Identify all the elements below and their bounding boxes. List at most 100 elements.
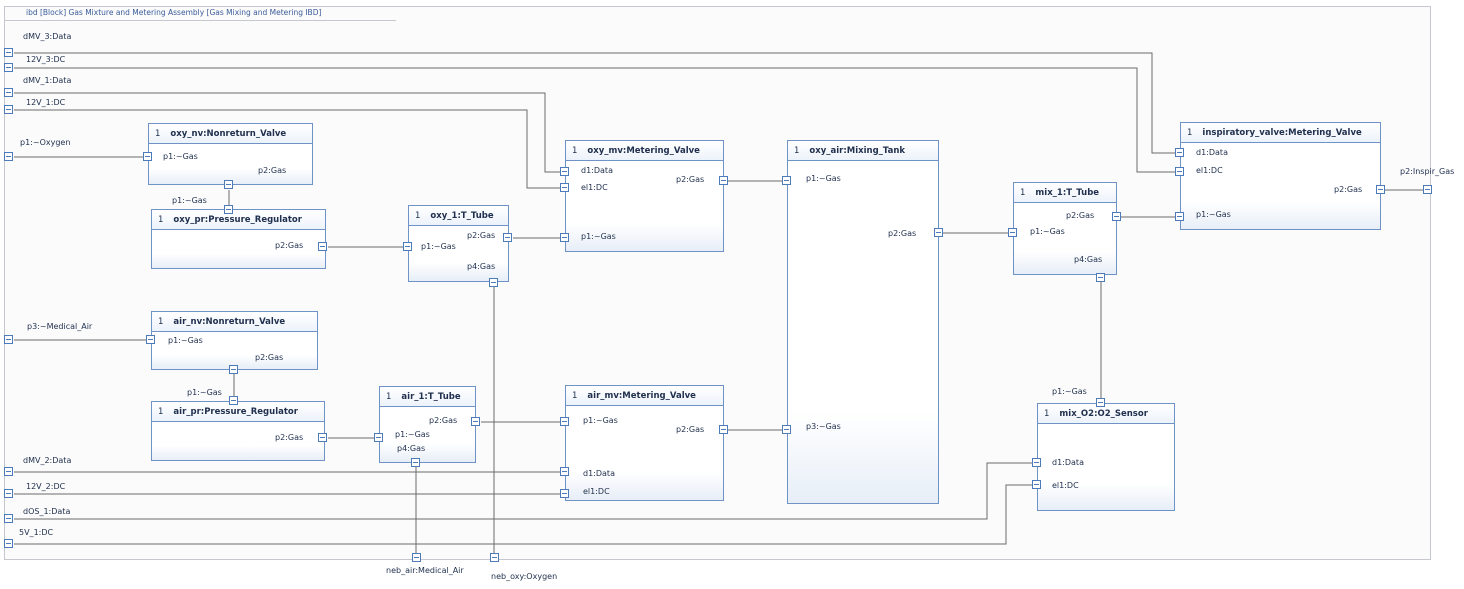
block-name: air_pr:Pressure_Regulator: [173, 407, 298, 417]
label-mix_1-p4: p4:Gas: [1074, 255, 1103, 264]
multiplicity: 1: [158, 317, 164, 327]
port-tank-p1[interactable]: [782, 176, 791, 185]
boundary-port-dOS_1[interactable]: [4, 514, 13, 523]
block-name: mix_O2:O2_Sensor: [1059, 409, 1148, 419]
label-dOS_1: dOS_1:Data: [23, 507, 71, 516]
block-o2-sensor[interactable]: 1 mix_O2:O2_Sensor: [1037, 403, 1175, 511]
label-dMV_2: dMV_2:Data: [23, 456, 72, 465]
label-oxy_nv-p1: p1:~Gas: [163, 152, 198, 161]
port-o2-el1[interactable]: [1032, 480, 1041, 489]
multiplicity: 1: [572, 391, 578, 401]
boundary-port-neb_air[interactable]: [412, 553, 421, 562]
connector-12V_1: [14, 109, 561, 189]
port-air_mv-p2[interactable]: [719, 425, 728, 434]
port-air_1-p1[interactable]: [374, 433, 383, 442]
label-tank-p2: p2:Gas: [888, 229, 917, 238]
block-name: inspiratory_valve:Metering_Valve: [1202, 128, 1362, 138]
port-air_pr-p2[interactable]: [318, 433, 327, 442]
boundary-port-p2-out[interactable]: [1423, 185, 1432, 194]
multiplicity: 1: [1020, 188, 1026, 198]
label-insp-p2: p2:Gas: [1334, 185, 1363, 194]
label-air_1-p4: p4:Gas: [397, 444, 426, 453]
multiplicity: 1: [158, 407, 164, 417]
port-insp-p1[interactable]: [1175, 212, 1184, 221]
block-name: oxy_air:Mixing_Tank: [809, 146, 906, 156]
boundary-port-12V_2[interactable]: [4, 489, 13, 498]
port-mix_1-p1[interactable]: [1008, 228, 1017, 237]
label-oxy_mv-p1: p1:~Gas: [581, 232, 616, 241]
block-name: oxy_nv:Nonreturn_Valve: [170, 129, 287, 139]
boundary-port-neb_oxy[interactable]: [490, 553, 499, 562]
port-air_1-p2[interactable]: [471, 417, 480, 426]
port-air_mv-el1[interactable]: [560, 489, 569, 498]
port-oxy_pr-p2[interactable]: [318, 242, 327, 251]
port-o2-p1[interactable]: [1096, 398, 1105, 407]
port-air_mv-d1[interactable]: [560, 467, 569, 476]
port-air_1-p4[interactable]: [411, 458, 420, 467]
boundary-port-p1[interactable]: [4, 152, 13, 161]
port-oxy_1-p1[interactable]: [403, 242, 412, 251]
boundary-port-12V_1[interactable]: [4, 105, 13, 114]
label-air_pr-p1: p1:~Gas: [187, 388, 222, 397]
port-oxy_nv-p1[interactable]: [143, 152, 152, 161]
connector-12V_3: [14, 67, 1178, 173]
multiplicity: 1: [386, 392, 392, 402]
block-air-mv[interactable]: 1 air_mv:Metering_Valve: [565, 385, 724, 501]
boundary-port-dMV_2[interactable]: [4, 467, 13, 476]
port-air_nv-p2[interactable]: [229, 365, 238, 374]
label-dMV_1: dMV_1:Data: [23, 76, 72, 85]
port-air_mv-p1[interactable]: [560, 417, 569, 426]
boundary-port-dMV_3[interactable]: [4, 48, 13, 57]
label-neb_oxy: neb_oxy:Oxygen: [491, 572, 558, 581]
label-air_nv-p2: p2:Gas: [255, 353, 284, 362]
boundary-port-12V_3[interactable]: [4, 63, 13, 72]
label-o2-el1: el1:DC: [1052, 481, 1079, 490]
label-oxy_nv-p2: p2:Gas: [258, 166, 287, 175]
boundary-port-5V_1[interactable]: [4, 539, 13, 548]
connector-dMV_1: [14, 92, 561, 173]
label-5V_1: 5V_1:DC: [19, 528, 54, 537]
block-name: air_mv:Metering_Valve: [587, 391, 696, 401]
label-mix_1-p1: p1:~Gas: [1030, 227, 1065, 236]
port-tank-p3[interactable]: [782, 425, 791, 434]
port-oxy_mv-d1[interactable]: [560, 167, 569, 176]
port-oxy_nv-p2[interactable]: [224, 180, 233, 189]
port-oxy_mv-p1[interactable]: [560, 233, 569, 242]
port-insp-el1[interactable]: [1175, 167, 1184, 176]
label-o2-p1: p1:~Gas: [1052, 387, 1087, 396]
port-air_nv-p1[interactable]: [146, 335, 155, 344]
boundary-port-p3[interactable]: [4, 335, 13, 344]
block-air-pr[interactable]: 1 air_pr:Pressure_Regulator: [151, 401, 325, 461]
port-air_pr-p1[interactable]: [229, 396, 238, 405]
port-oxy_1-p2[interactable]: [503, 233, 512, 242]
port-tank-p2[interactable]: [934, 228, 943, 237]
port-insp-d1[interactable]: [1175, 148, 1184, 157]
multiplicity: 1: [1044, 409, 1050, 419]
boundary-port-dMV_1[interactable]: [4, 88, 13, 97]
port-insp-p2[interactable]: [1376, 185, 1385, 194]
port-mix_1-p4[interactable]: [1096, 273, 1105, 282]
port-oxy_mv-el1[interactable]: [560, 183, 569, 192]
label-p2-out: p2:Inspir_Gas: [1400, 167, 1455, 176]
port-mix_1-p2[interactable]: [1112, 212, 1121, 221]
port-oxy_pr-p1[interactable]: [224, 205, 233, 214]
label-oxy_mv-p2: p2:Gas: [676, 175, 705, 184]
label-p1: p1:~Oxygen: [20, 138, 71, 147]
connector-5V_1: [14, 484, 1033, 545]
port-o2-d1[interactable]: [1032, 458, 1041, 467]
label-neb_air: neb_air:Medical_Air: [386, 566, 464, 575]
label-o2-d1: d1:Data: [1052, 458, 1084, 467]
port-oxy_1-p4[interactable]: [489, 278, 498, 287]
port-oxy_mv-p2[interactable]: [719, 176, 728, 185]
label-12V_1: 12V_1:DC: [26, 98, 66, 107]
